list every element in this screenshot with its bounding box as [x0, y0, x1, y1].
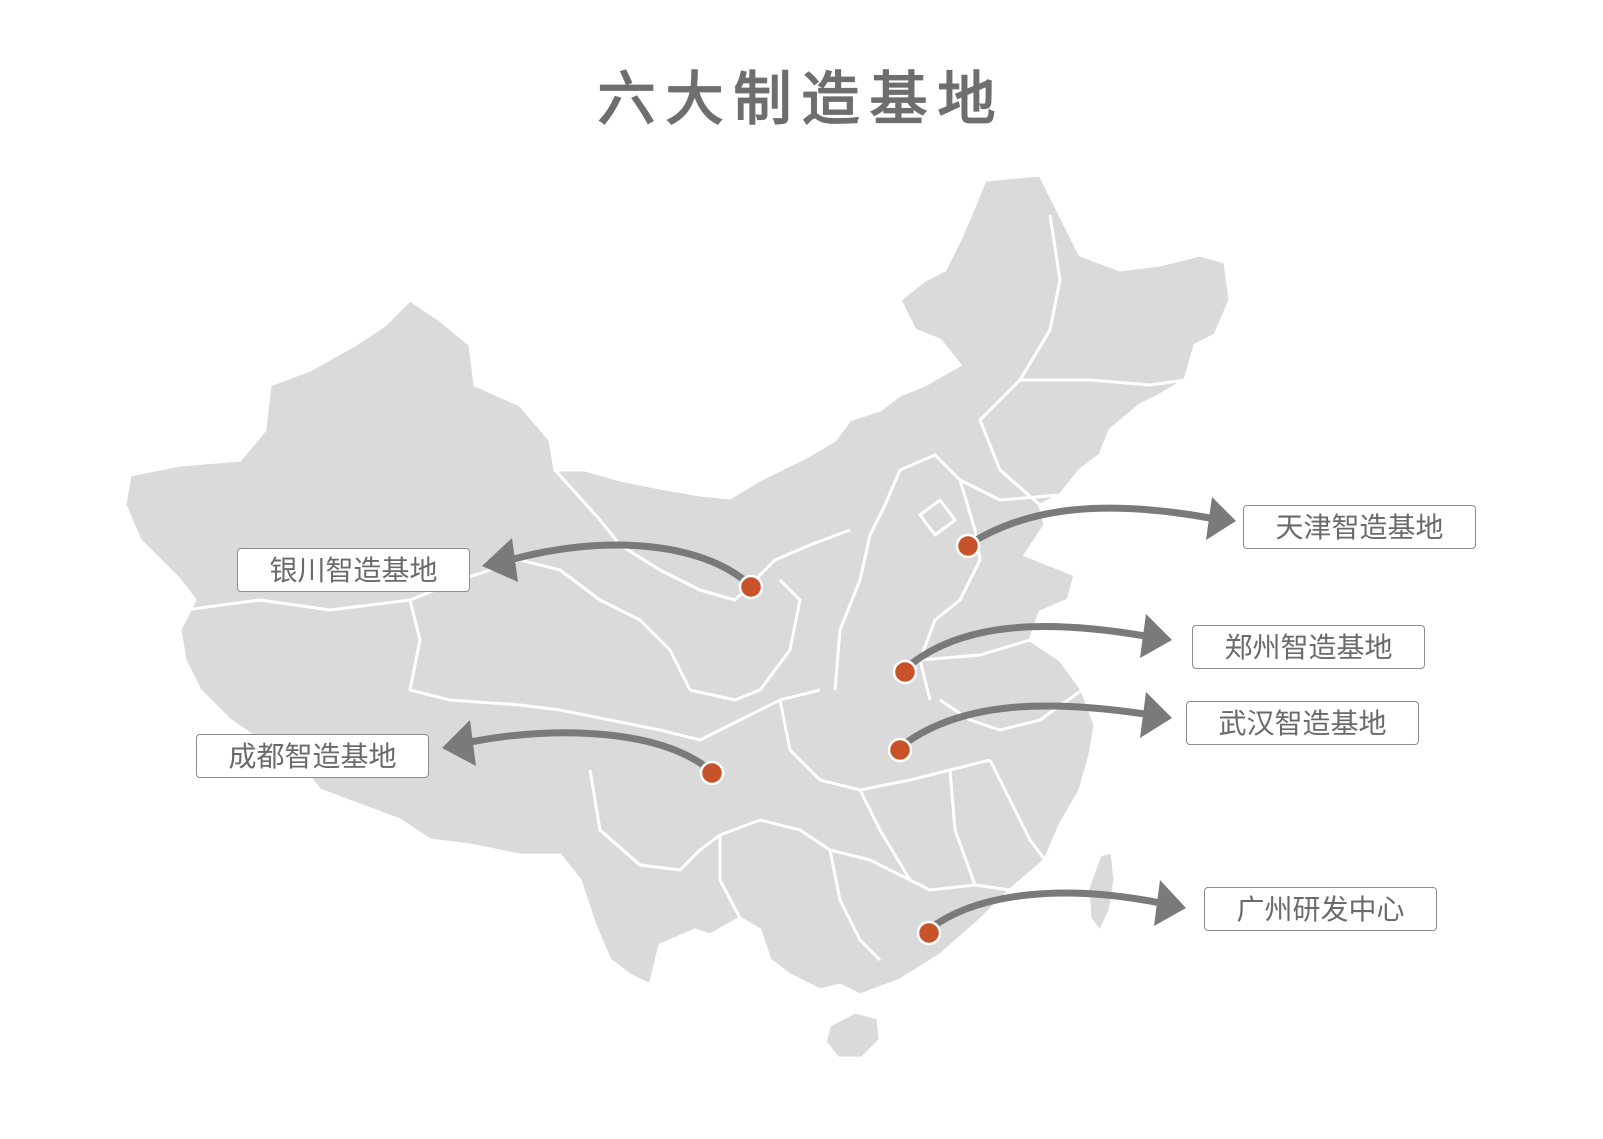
label-yinchuan: 银川智造基地 [237, 548, 470, 592]
dot-tianjin [955, 533, 981, 559]
dot-wuhan [887, 737, 913, 763]
dot-guangzhou [916, 920, 942, 946]
arrow-chengdu [466, 729, 714, 774]
arrows [442, 497, 1236, 934]
dot-zhengzhou [892, 659, 918, 685]
arrow-guangzhou [924, 889, 1164, 934]
arrow-wuhan [895, 702, 1149, 752]
arrow-yinchuan [506, 541, 754, 589]
arrow-head-chengdu [442, 720, 476, 766]
arrow-head-guangzhou [1154, 880, 1186, 926]
dot-chengdu [699, 760, 725, 786]
province-borders [184, 214, 1186, 962]
label-zhengzhou: 郑州智造基地 [1192, 625, 1425, 669]
arrow-head-zhengzhou [1140, 614, 1172, 658]
page-title: 六大制造基地 [597, 65, 1006, 133]
label-guangzhou: 广州研发中心 [1204, 887, 1437, 931]
arrow-head-yinchuan [482, 538, 518, 582]
arrow-head-tianjin [1206, 497, 1236, 540]
label-tianjin: 天津智造基地 [1243, 505, 1476, 549]
arrow-tianjin [964, 504, 1214, 549]
label-chengdu: 成都智造基地 [196, 734, 429, 778]
hainan-shape [823, 1010, 882, 1060]
arrow-head-wuhan [1140, 692, 1172, 738]
label-wuhan: 武汉智造基地 [1186, 701, 1419, 745]
arrow-zhengzhou [900, 623, 1149, 674]
dot-yinchuan [738, 574, 764, 600]
mainland-shape [123, 173, 1232, 997]
city-dots [699, 533, 981, 946]
